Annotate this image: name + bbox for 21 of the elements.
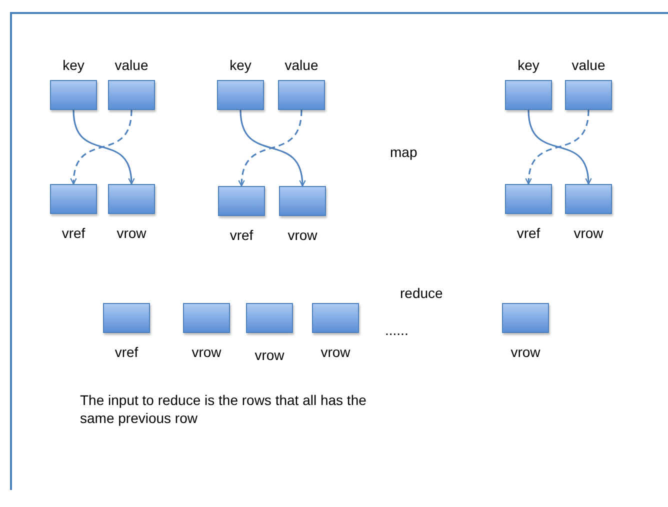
box-label: key xyxy=(230,56,252,74)
box-label: vrow xyxy=(116,224,146,242)
box-label: vrow xyxy=(510,343,540,361)
box-label: vrow xyxy=(254,346,284,364)
box-label: vrow xyxy=(192,343,222,361)
box-label: vref xyxy=(114,343,138,361)
section-label: reduce xyxy=(400,284,444,302)
box-label: vrow xyxy=(288,226,318,244)
box-label: key xyxy=(518,56,540,74)
box-label: value xyxy=(114,56,148,74)
box-label: vrow xyxy=(574,224,604,242)
box-label: value xyxy=(284,56,318,74)
note-text: The input to reduce is the rows that all has the same previous row xyxy=(80,391,368,427)
ellipsis: ...... xyxy=(385,321,410,339)
box-label: vrow xyxy=(320,343,350,361)
box-label: vref xyxy=(516,224,540,242)
box-label: key xyxy=(62,56,84,74)
section-label: map xyxy=(390,143,418,161)
box-label: value xyxy=(572,56,606,74)
box-label: vref xyxy=(230,226,254,244)
box-label: vref xyxy=(62,224,86,242)
